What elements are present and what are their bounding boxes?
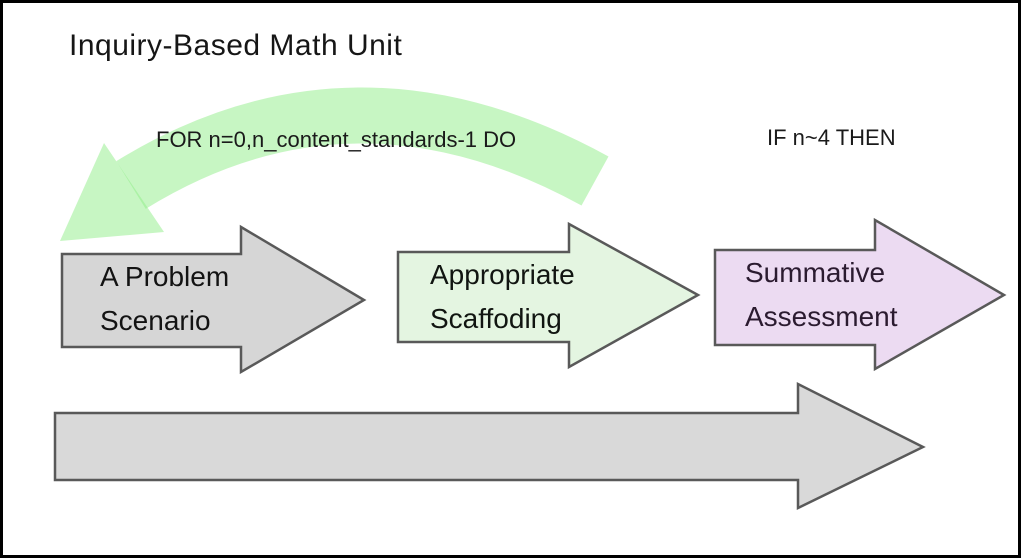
step-arrow-summative-assessment: [713, 217, 1007, 372]
page-title: Inquiry-Based Math Unit: [69, 29, 403, 62]
loop-back-arrow-head-icon: [60, 143, 164, 241]
step-label-line: Summative: [745, 257, 886, 288]
step-arrow-appropriate-scaffolding: [396, 221, 701, 370]
step-label-line: Assessment: [745, 301, 898, 332]
step-arrow-problem-scenario: [60, 224, 367, 375]
step-label-appropriate-scaffolding: Appropriate Scaffoding: [430, 253, 575, 341]
step-label-line: A Problem: [100, 261, 230, 292]
step-label-line: Scenario: [100, 305, 211, 336]
condition-label: IF n~4 THEN: [767, 125, 896, 150]
loop-iteration-label: FOR n=0,n_content_standards-1 DO: [156, 127, 517, 152]
step-label-line: Appropriate: [430, 259, 575, 290]
step-label-summative-assessment: Summative Assessment: [745, 251, 898, 339]
loop-back-arrow-band: [116, 87, 609, 209]
diagram-shapes: [53, 87, 1007, 511]
timeline-arrow: [53, 381, 926, 511]
step-label-line: Scaffoding: [430, 303, 562, 334]
step-label-problem-scenario: A Problem Scenario: [100, 255, 229, 343]
